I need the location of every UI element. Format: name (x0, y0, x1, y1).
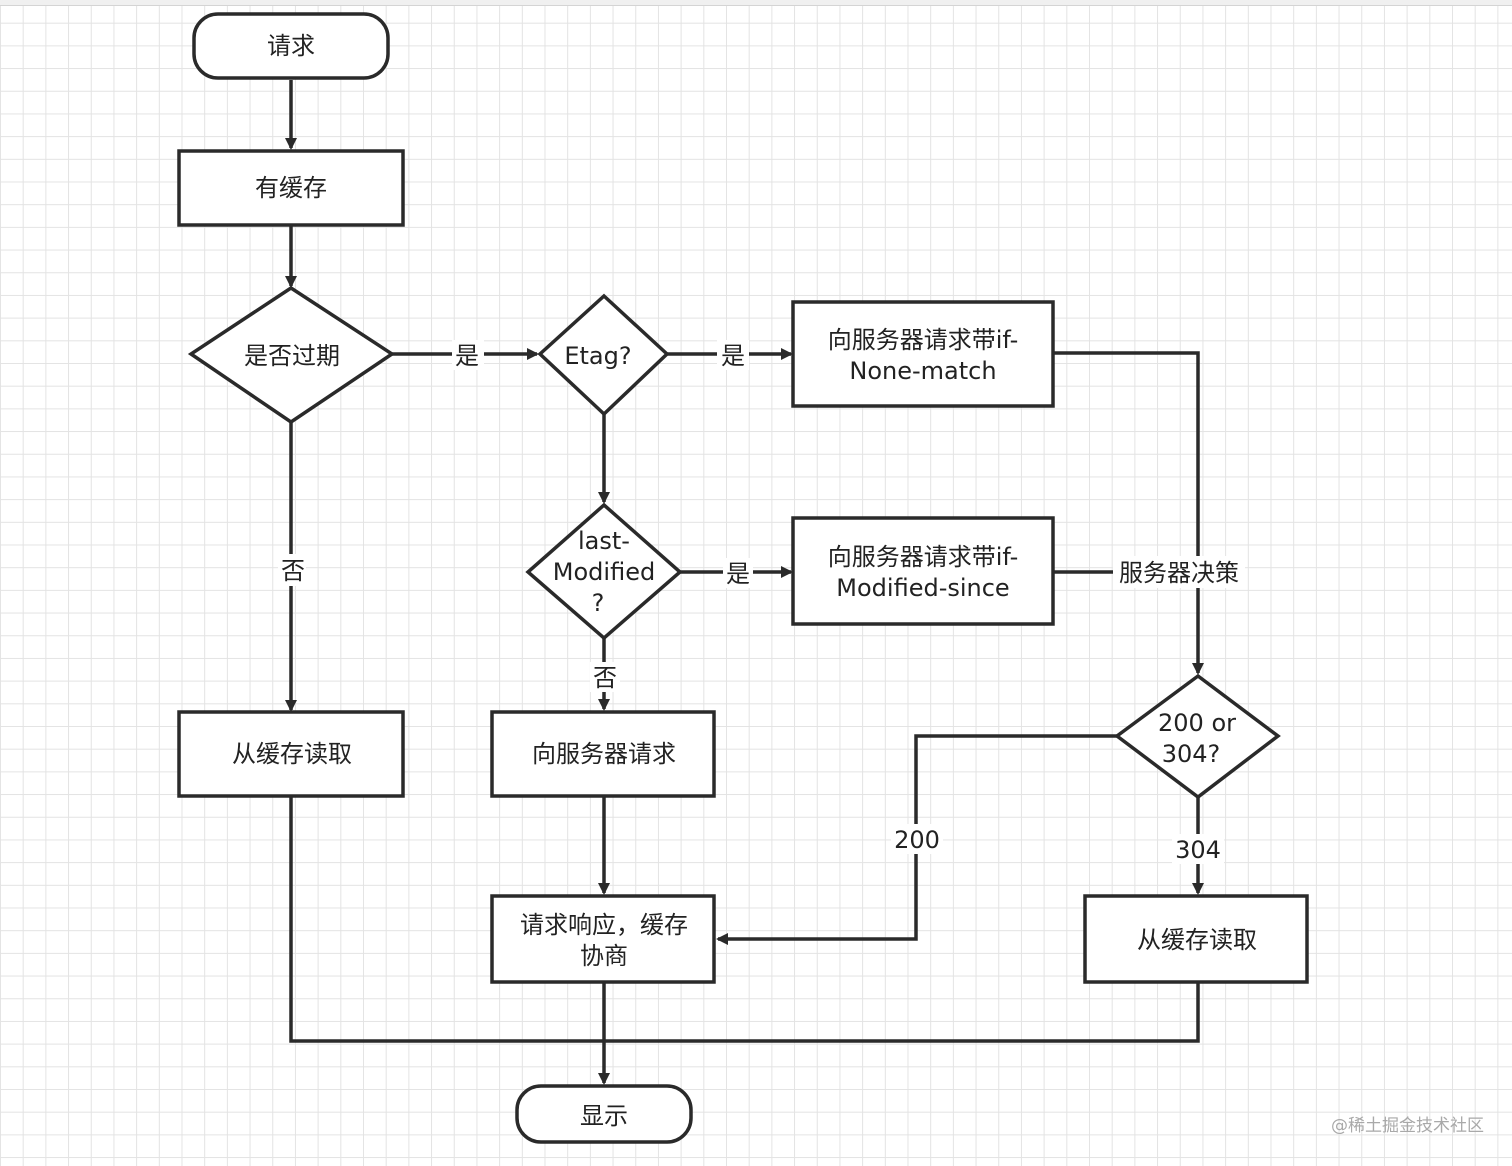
node-request-text: 请求 (267, 32, 315, 60)
node-status-decision-line1: 200 or (1158, 709, 1236, 737)
label-status-304: 304 (1175, 836, 1221, 864)
node-req-if-none-match-line2: None-match (849, 357, 996, 385)
label-status-200: 200 (894, 826, 940, 854)
node-status-decision: 200 or 304? (1114, 673, 1281, 800)
watermark: @稀土掘金技术社区 (1331, 1116, 1484, 1136)
node-etag-decision: Etag? (537, 293, 670, 417)
node-response-negotiate-line1: 请求响应，缓存 (520, 911, 688, 939)
node-req-if-modified-since-line2: Modified-since (836, 574, 1009, 602)
node-last-modified-decision: last- Modified ? (525, 502, 683, 641)
node-request-server: 向服务器请求 (490, 710, 716, 798)
label-etag-yes: 是 (721, 342, 745, 370)
node-req-if-modified-since-line1: 向服务器请求带if- (828, 543, 1018, 571)
edge-read-cache-left-to-display (289, 797, 604, 1043)
node-read-cache-right: 从缓存读取 (1083, 894, 1309, 984)
edge-read-cache-right-to-display (604, 982, 1200, 1043)
node-has-cache-text: 有缓存 (255, 174, 327, 202)
node-last-modified-line2: Modified (553, 558, 655, 586)
edge-if-none-match-to-decision (1054, 351, 1204, 675)
node-response-negotiate: 请求响应，缓存 协商 (490, 894, 716, 984)
node-response-negotiate-line2: 协商 (580, 942, 628, 970)
label-expired-yes: 是 (455, 342, 479, 370)
label-expired-no: 否 (281, 557, 305, 585)
node-req-if-none-match: 向服务器请求带if- None-match (791, 300, 1055, 408)
node-last-modified-line1: last- (578, 527, 630, 555)
node-etag-text: Etag? (564, 342, 631, 370)
node-read-cache-right-text: 从缓存读取 (1137, 926, 1257, 954)
node-req-if-none-match-line1: 向服务器请求带if- (828, 326, 1018, 354)
label-last-modified-yes: 是 (726, 560, 750, 588)
label-server-decision: 服务器决策 (1119, 559, 1239, 587)
node-request-server-text: 向服务器请求 (532, 740, 676, 768)
node-last-modified-line3: ? (592, 589, 605, 617)
node-req-if-modified-since: 向服务器请求带if- Modified-since (791, 516, 1055, 626)
node-expired-decision: 是否过期 (187, 285, 396, 425)
node-status-decision-line2: 304? (1162, 740, 1221, 768)
node-request: 请求 (192, 12, 390, 80)
node-display: 显示 (515, 1084, 693, 1144)
node-read-cache-left-text: 从缓存读取 (232, 740, 352, 768)
node-read-cache-left: 从缓存读取 (177, 710, 405, 798)
node-has-cache: 有缓存 (177, 149, 405, 227)
top-toolbar-strip (0, 0, 1512, 6)
node-expired-text: 是否过期 (244, 342, 340, 370)
node-display-text: 显示 (580, 1102, 628, 1130)
label-last-modified-no: 否 (593, 664, 617, 692)
